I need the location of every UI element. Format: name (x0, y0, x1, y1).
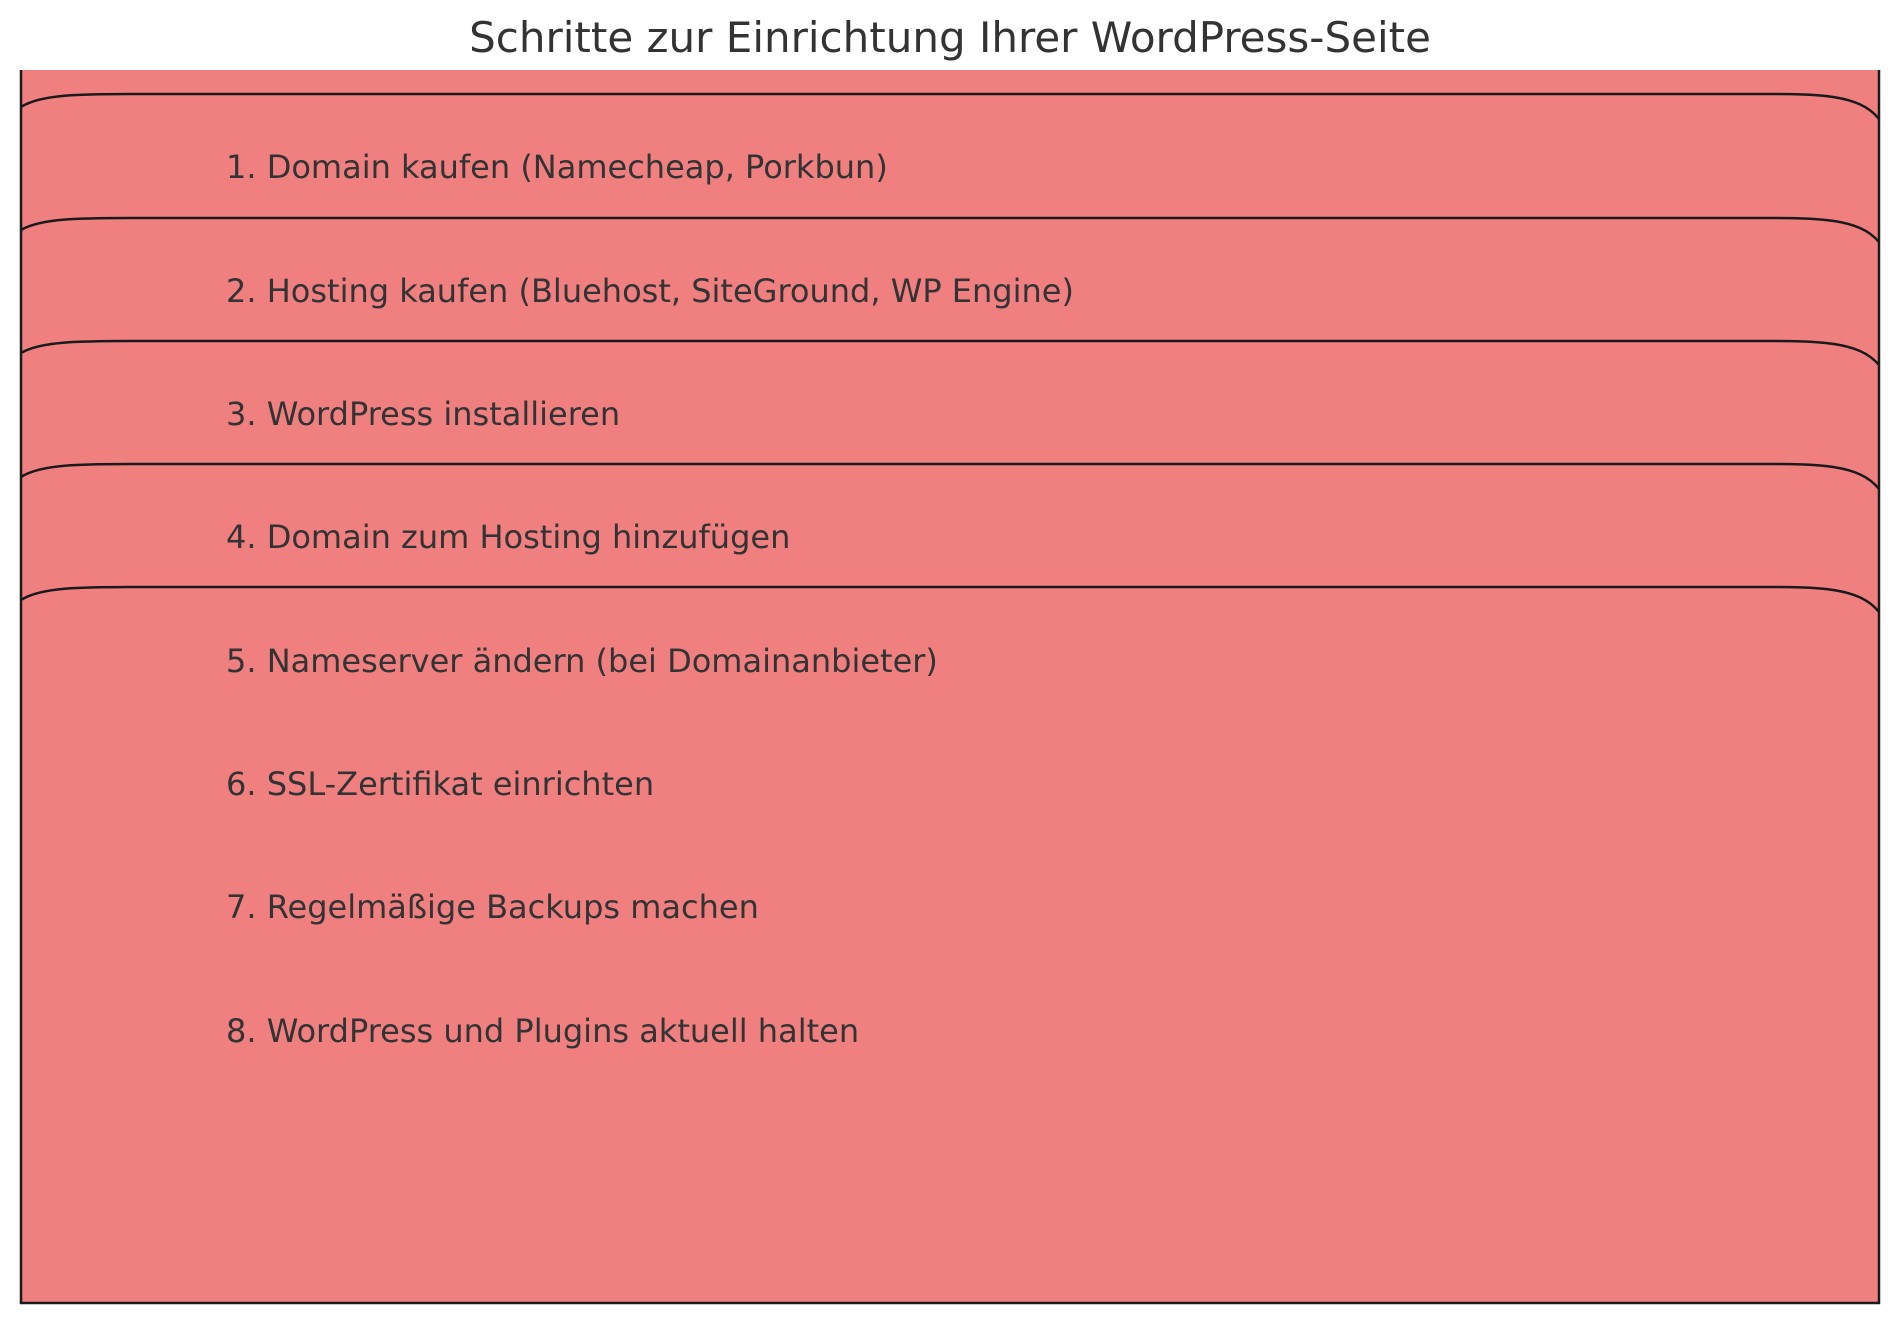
step-bands (19, 70, 1881, 1305)
step-label-8: 8. WordPress und Plugins aktuell halten (226, 1012, 859, 1050)
step-label-2: 2. Hosting kaufen (Bluehost, SiteGround,… (226, 272, 1074, 310)
band-boundary-4 (20, 462, 1880, 490)
step-label-7: 7. Regelmäßige Backups machen (226, 888, 759, 926)
step-label-6: 6. SSL-Zertifikat einrichten (226, 765, 654, 803)
step-labels: 1. Domain kaufen (Namecheap, Porkbun) 2.… (226, 148, 1074, 1050)
step-label-5: 5. Nameserver ändern (bei Domainanbieter… (226, 642, 938, 680)
band-boundary-1 (20, 92, 1880, 120)
diagram-title: Schritte zur Einrichtung Ihrer WordPress… (469, 13, 1431, 62)
band-top (21, 70, 1879, 1303)
band-boundary-3 (20, 339, 1880, 366)
step-label-1: 1. Domain kaufen (Namecheap, Porkbun) (226, 148, 888, 186)
diagram-frame (19, 70, 1881, 1305)
step-label-3: 3. WordPress installieren (226, 395, 620, 433)
band-boundary-5 (20, 585, 1880, 613)
band-boundary-2 (20, 216, 1880, 243)
step-label-4: 4. Domain zum Hosting hinzufügen (226, 518, 790, 556)
